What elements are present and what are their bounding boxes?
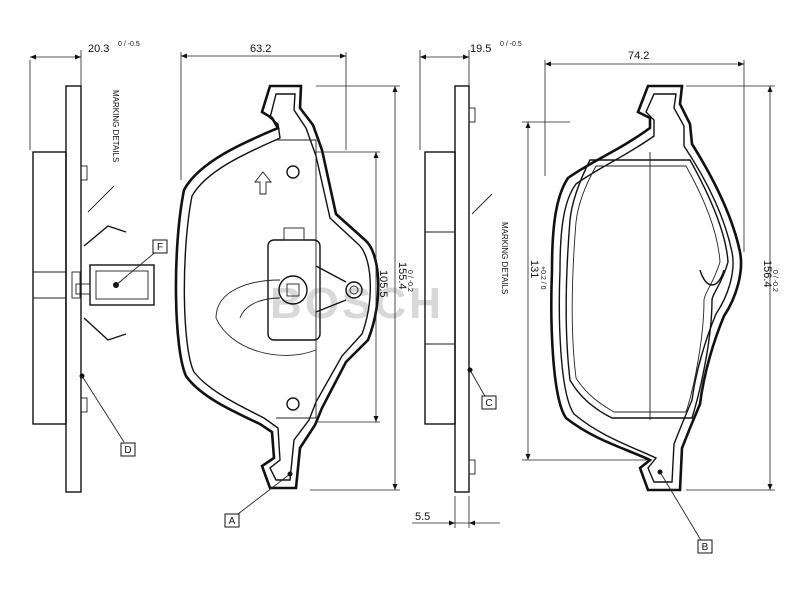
dim-overall-length-right: 156.4 [761, 260, 773, 288]
dim-overall-length-center: 155.4 [396, 262, 408, 290]
callout-f: F [157, 242, 163, 253]
callout-a: A [229, 516, 236, 527]
callout-b: B [702, 542, 709, 553]
right-side-view [412, 50, 500, 528]
callout-c: C [485, 398, 492, 409]
dim-pad-width-right: 74.2 [628, 50, 649, 62]
dim-pad-thickness-left: 20.3 [88, 43, 109, 55]
dim-inner-length-right-tolerance: +0.2 / 0 [539, 266, 546, 290]
dim-overall-length-right-tolerance: 0 / -0.2 [771, 270, 778, 292]
dim-inner-length-center: 105.5 [377, 270, 389, 298]
dim-pad-thickness-right: 19.5 [470, 43, 491, 55]
callout-a-box [224, 513, 240, 528]
marking-details-right: MARKING DETAILS [500, 222, 509, 294]
left-side-view [29, 50, 159, 493]
dim-pad-thickness-left-tolerance: 0 / -0.5 [118, 41, 140, 48]
callout-b-box [697, 539, 713, 554]
dim-pad-width-center: 63.2 [250, 43, 271, 55]
callout-d-box [120, 442, 136, 457]
callout-c-box [481, 395, 497, 410]
right-front-view [522, 60, 775, 543]
center-front-view [174, 52, 400, 515]
dim-overall-length-center-tolerance: 0 / -0.2 [406, 270, 413, 292]
marking-details-left: MARKING DETAILS [111, 90, 120, 162]
callout-f-box [152, 239, 168, 254]
dim-inner-length-right: 131 [528, 260, 540, 278]
dim-plate-offset: 5.5 [415, 511, 430, 523]
callout-d: D [124, 445, 131, 456]
dim-pad-thickness-right-tolerance: 0 / -0.5 [500, 41, 522, 48]
